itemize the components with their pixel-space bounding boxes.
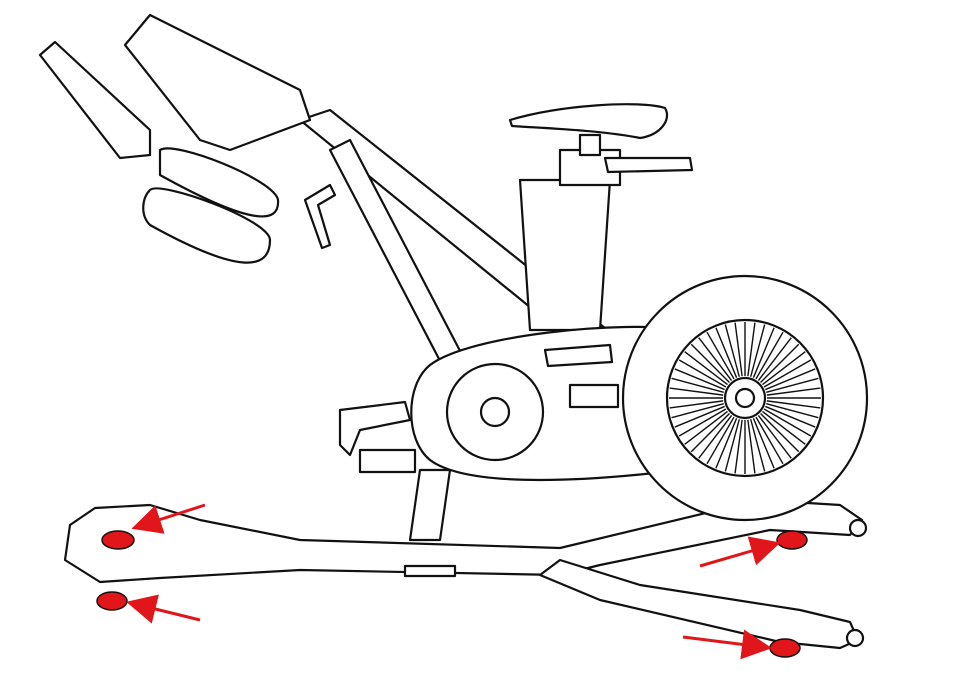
spoke [715, 327, 738, 378]
arrow-front-left [131, 503, 206, 534]
spoke [724, 419, 740, 472]
spoke [671, 377, 724, 393]
spoke [690, 413, 730, 453]
spoke [698, 337, 733, 381]
spoke [766, 403, 819, 419]
spoke [750, 419, 766, 472]
spoke [755, 416, 784, 465]
spoke [674, 405, 725, 428]
spoke [752, 418, 775, 469]
spoke [762, 351, 806, 386]
spoke [747, 322, 756, 377]
flywheel [621, 274, 869, 522]
flywheel-spokes [669, 322, 821, 474]
spoke [690, 343, 730, 383]
spoke [747, 419, 756, 474]
spoke [706, 331, 735, 380]
spoke [674, 368, 725, 391]
spoke [762, 410, 806, 445]
spoke [766, 387, 821, 396]
spoke [684, 410, 728, 445]
spoke [684, 351, 728, 386]
spoke [752, 327, 775, 378]
spoke [734, 419, 743, 474]
arrow-front-right [699, 536, 781, 568]
seat [508, 103, 694, 174]
spoke [715, 418, 738, 469]
spoke [766, 400, 821, 409]
handlebars [38, 13, 337, 264]
spoke [706, 416, 735, 465]
arrow-rear-left [126, 594, 201, 624]
front-left-foot [101, 530, 135, 550]
spoke [678, 359, 727, 388]
base-frame [63, 498, 868, 650]
spoke [763, 359, 812, 388]
spoke [760, 413, 800, 453]
spoke [734, 322, 743, 377]
spoke [757, 337, 792, 381]
spoke [766, 377, 819, 393]
spoke [669, 387, 724, 396]
spoke [750, 324, 766, 377]
spoke [765, 368, 816, 391]
spoke [755, 331, 784, 380]
spoke [671, 403, 724, 419]
spoke [698, 415, 733, 459]
rear-left-foot [96, 591, 128, 611]
arrows [126, 503, 781, 660]
spoke [760, 343, 800, 383]
rear-right-foot [769, 638, 801, 658]
spoke [669, 400, 724, 409]
arrow-rear-right [682, 629, 772, 660]
spoke [765, 405, 816, 428]
spoke [757, 415, 792, 459]
leveler-feet [96, 530, 808, 658]
spoke [678, 408, 727, 437]
front-right-foot [776, 530, 808, 550]
spoke [763, 408, 812, 437]
spoke [724, 324, 740, 377]
